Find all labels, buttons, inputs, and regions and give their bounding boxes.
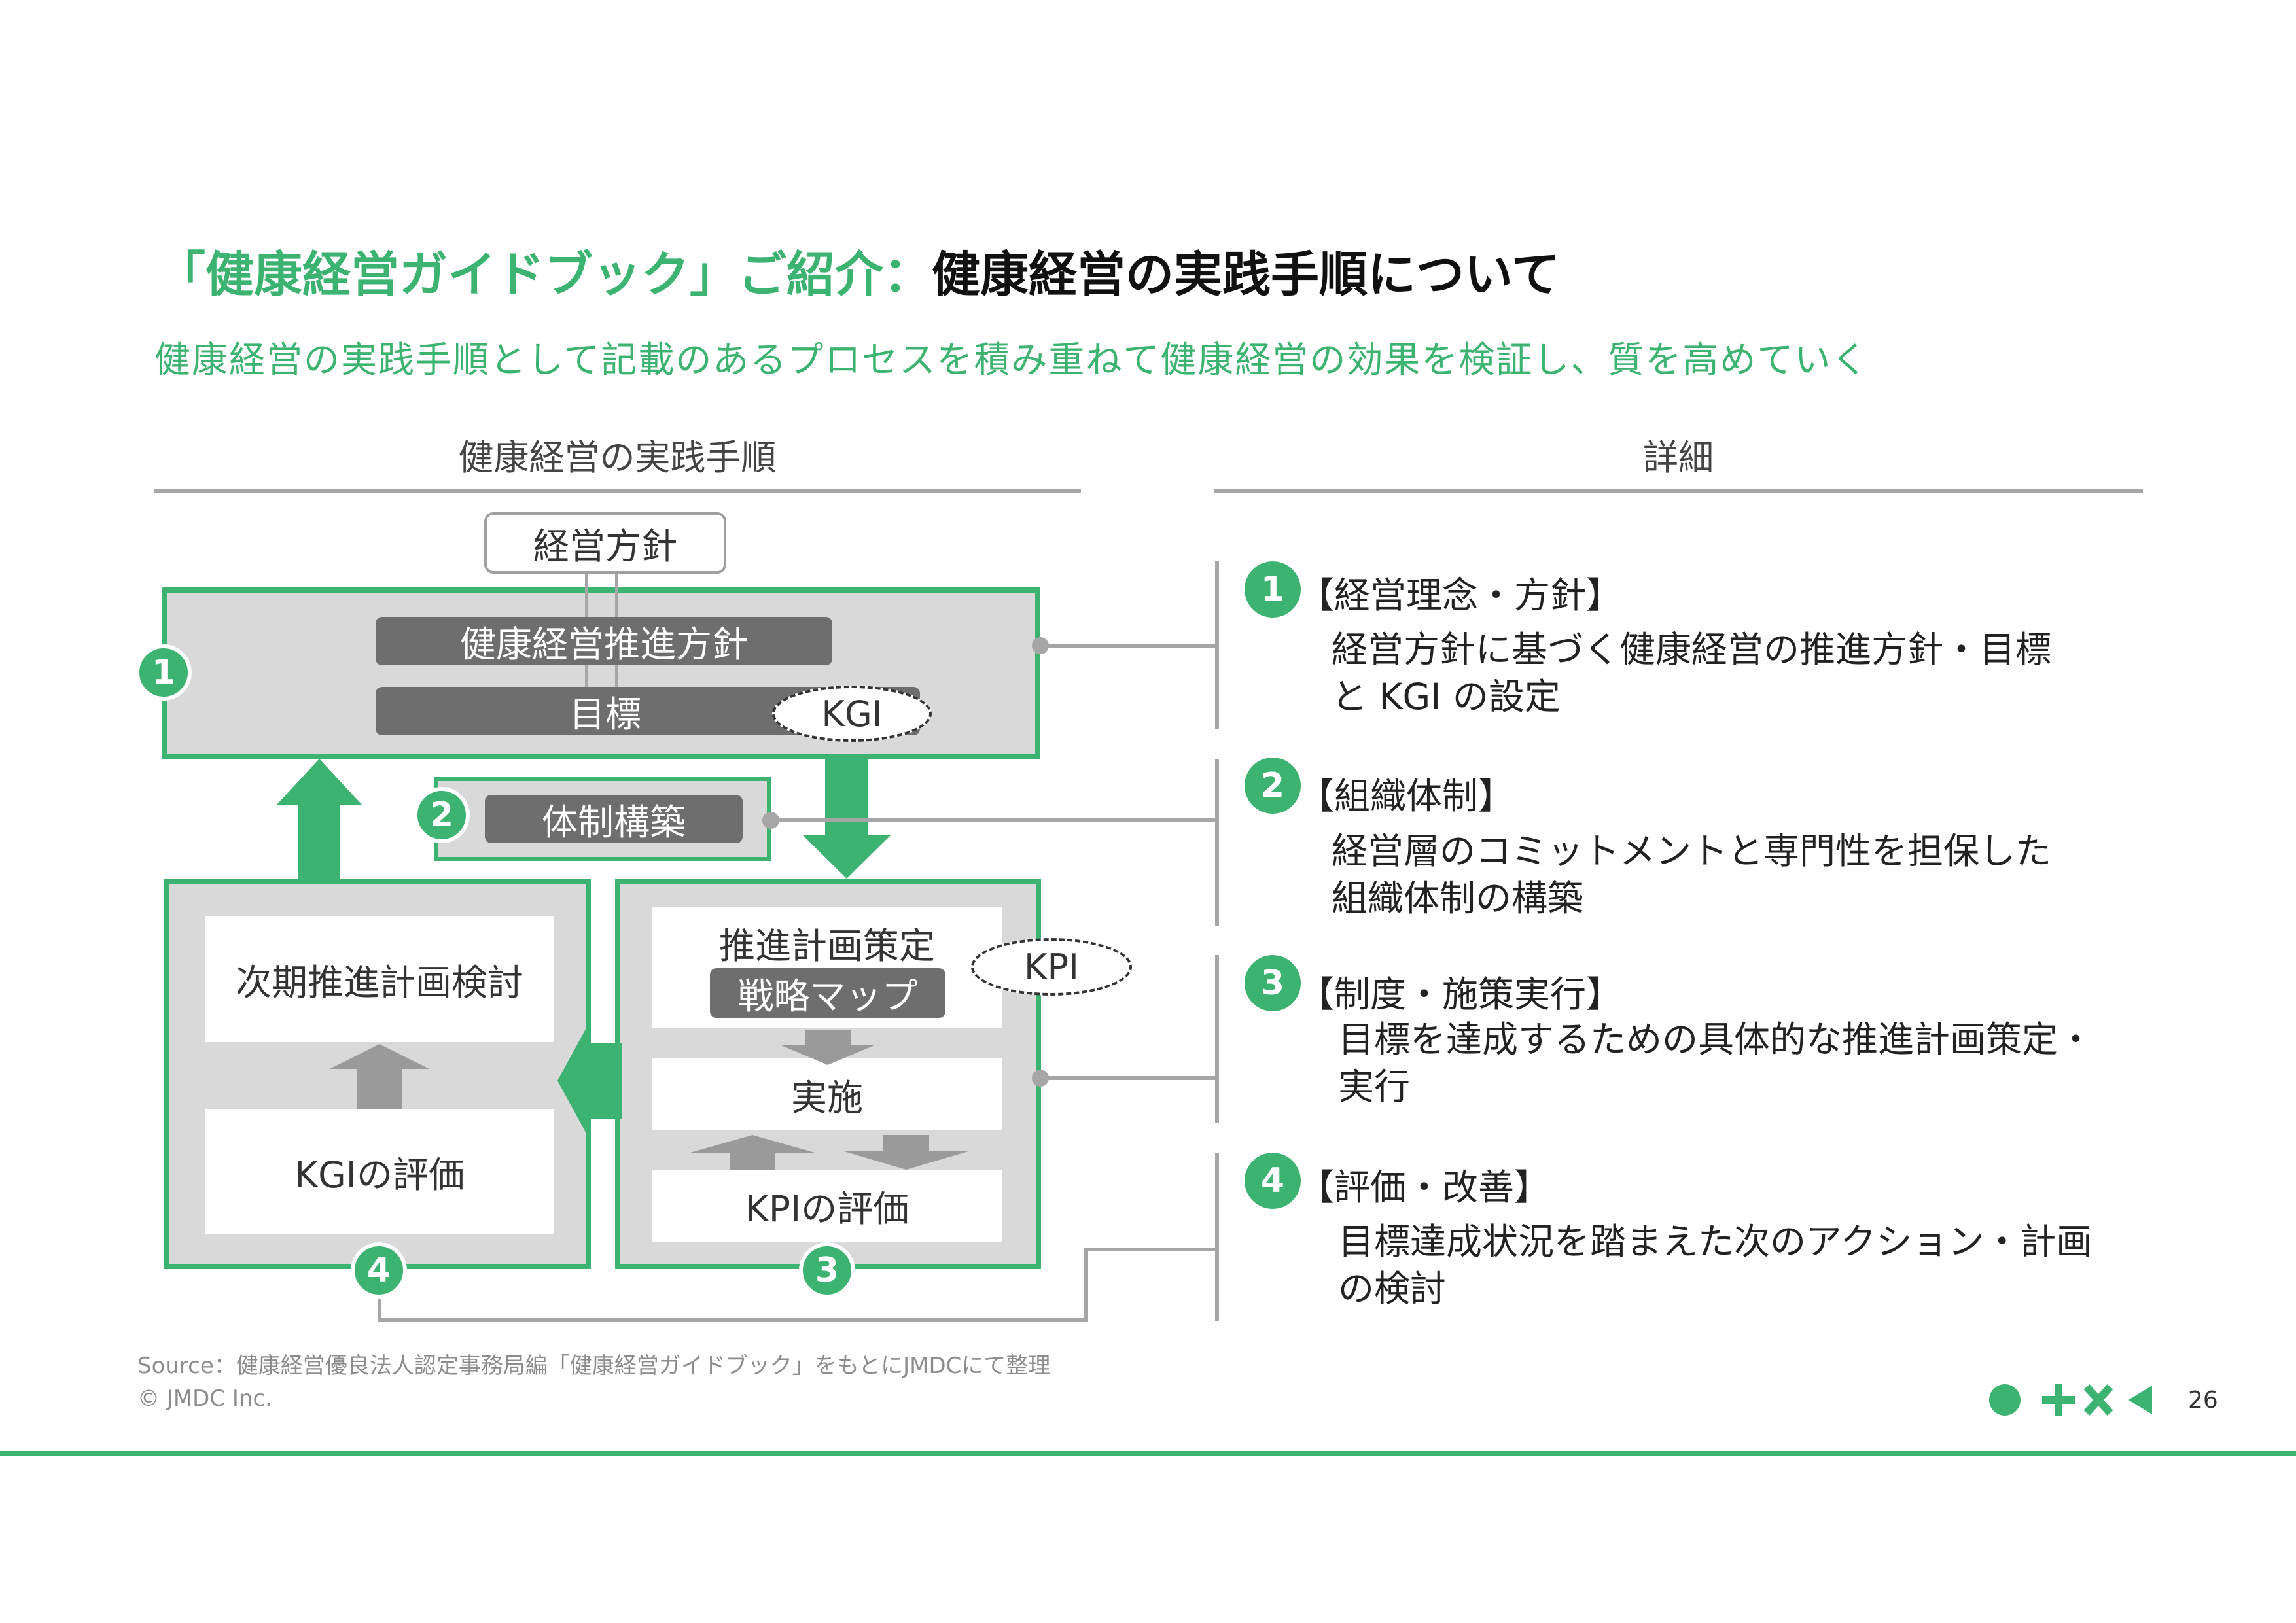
gray-down-arrow — [781, 1030, 874, 1065]
detail4-badge: 4 — [1245, 1153, 1301, 1209]
step1-badge: 1 — [135, 644, 192, 701]
green-up-arrow — [277, 759, 362, 879]
kpi-oval: KPI — [971, 938, 1132, 996]
left-header-rule — [154, 489, 1081, 493]
green-left-arrow — [557, 1023, 622, 1138]
health-policy-bar: 健康経営推進方針 — [376, 617, 832, 665]
detail1-heading: 【経営理念・方針】 — [1298, 574, 1623, 616]
detail1-line2: と KGI の設定 — [1332, 676, 1561, 718]
detail4-heading: 【評価・改善】 — [1298, 1166, 1551, 1208]
brand-cross-icon — [2083, 1384, 2113, 1416]
right-column-header: 詳細 — [1643, 437, 1714, 478]
feedback-line — [378, 1248, 1217, 1322]
brand-mark — [1989, 1384, 2152, 1416]
detail1-badge: 1 — [1245, 561, 1301, 618]
step2-badge: 2 — [414, 787, 470, 843]
step1-connector-dot — [1032, 637, 1049, 654]
detail1-body: 経営方針に基づく健康経営の推進方針・目標 と KGI の設定 — [1332, 626, 2051, 720]
detail3-badge: 3 — [1245, 955, 1301, 1011]
step3-connector-dot — [1032, 1070, 1049, 1087]
detail3-body: 目標を達成するための具体的な推進計画策定・ 実行 — [1338, 1016, 2094, 1110]
detail3-bracket — [1215, 955, 1219, 1123]
detail2-line2: 組織体制の構築 — [1332, 877, 1584, 919]
kpi-eval-box: KPIの評価 — [652, 1170, 1002, 1242]
execution-box: 実施 — [652, 1058, 1002, 1130]
page-title-green: 「健康経営ガイドブック」ご紹介： — [157, 247, 932, 303]
brand-triangle-icon — [2128, 1386, 2152, 1414]
page-title-dark: 健康経営の実践手順について — [932, 247, 1560, 303]
gray-down-arrow-small — [844, 1135, 968, 1170]
right-header-rule — [1214, 489, 2143, 493]
step2-connector-dot — [762, 812, 779, 829]
kgi-oval: KGI — [772, 686, 932, 742]
detail2-badge: 2 — [1245, 758, 1301, 814]
step3-badge: 3 — [799, 1242, 855, 1299]
footer-rule — [0, 1451, 2296, 1456]
detail3-line2: 実行 — [1338, 1066, 1411, 1108]
management-policy-box: 経営方針 — [484, 512, 726, 574]
page-number: 26 — [2188, 1387, 2218, 1414]
copyright: © JMDC Inc. — [137, 1386, 272, 1412]
next-plan-box: 次期推進計画検討 — [205, 916, 554, 1042]
source-note: Source：健康経営優良法人認定事務局編「健康経営ガイドブック」をもとにJMD… — [137, 1353, 1051, 1379]
detail2-body: 経営層のコミットメントと専門性を担保した 組織体制の構築 — [1332, 828, 2051, 922]
page-title: 「健康経営ガイドブック」ご紹介：健康経営の実践手順について — [157, 239, 1560, 311]
kgi-eval-box: KGIの評価 — [205, 1109, 554, 1234]
detail4-bracket — [1215, 1153, 1219, 1321]
detail4-line2: の検討 — [1338, 1268, 1447, 1310]
detail2-bracket — [1215, 759, 1219, 926]
page-subtitle: 健康経営の実践手順として記載のあるプロセスを積み重ねて健康経営の効果を検証し、質… — [154, 339, 1869, 381]
gray-up-arrow — [330, 1044, 429, 1109]
detail3-heading: 【制度・施策実行】 — [1298, 973, 1623, 1015]
brand-circle-icon — [1989, 1384, 2021, 1416]
detail2-heading: 【組織体制】 — [1298, 775, 1515, 817]
brand-plus-icon — [2042, 1384, 2075, 1416]
strategy-map-bar: 戦略マップ — [710, 968, 945, 1018]
left-column-header: 健康経営の実践手順 — [458, 437, 777, 478]
plan-label: 推進計画策定 — [718, 925, 935, 967]
goal-label: 目標 — [569, 693, 642, 735]
step4-badge: 4 — [351, 1242, 407, 1299]
detail1-line1: 経営方針に基づく健康経営の推進方針・目標 — [1332, 629, 2052, 671]
gray-up-arrow-small — [690, 1135, 815, 1170]
detail2-line1: 経営層のコミットメントと専門性を担保した — [1332, 830, 2052, 872]
org-setup-bar: 体制構築 — [485, 795, 743, 843]
detail4-body: 目標達成状況を踏まえた次のアクション・計画 の検討 — [1338, 1218, 2092, 1312]
detail4-line1: 目標達成状況を踏まえた次のアクション・計画 — [1338, 1221, 2093, 1263]
detail3-line1: 目標を達成するための具体的な推進計画策定・ — [1338, 1019, 2094, 1060]
detail1-bracket — [1215, 561, 1219, 729]
